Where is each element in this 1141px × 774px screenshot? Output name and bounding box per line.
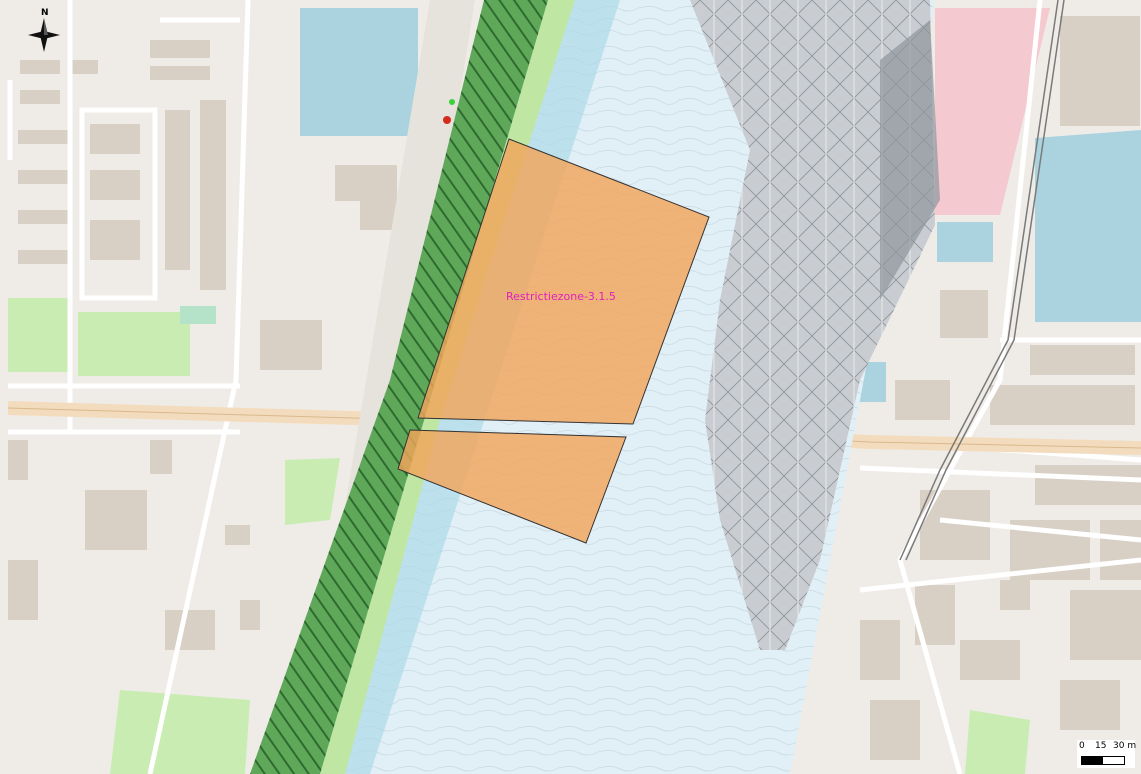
park-south-east — [965, 710, 1030, 774]
scale-bar: 0 15 30 m — [1077, 740, 1137, 768]
park-area — [8, 298, 70, 372]
restriction-zone-south[interactable] — [397, 429, 627, 544]
dike-embankment — [250, 0, 548, 774]
harbor-basin — [300, 8, 418, 136]
sports-field — [78, 312, 190, 376]
railway-lines — [899, 0, 1065, 561]
bathymetric-relief — [690, 0, 935, 650]
scale-bar-segments — [1081, 756, 1125, 765]
lawn-area — [285, 458, 340, 525]
lake-basin — [1035, 130, 1141, 322]
compass-star-icon: N — [22, 8, 70, 60]
scale-tick-15: 15 — [1095, 741, 1107, 751]
rail-yard — [935, 8, 1050, 215]
restriction-zone-label: Restrictiezone-3.1.5 — [506, 290, 616, 303]
pitch-area — [180, 306, 216, 324]
green-area-south — [110, 690, 250, 774]
map-marker[interactable] — [443, 116, 451, 124]
scale-tick-30: 30 m — [1113, 741, 1137, 751]
restriction-zone-north[interactable] — [417, 138, 710, 425]
north-letter: N — [41, 8, 49, 18]
scale-tick-0: 0 — [1079, 741, 1085, 751]
small-basin — [937, 222, 993, 262]
buildings-west — [8, 40, 400, 650]
